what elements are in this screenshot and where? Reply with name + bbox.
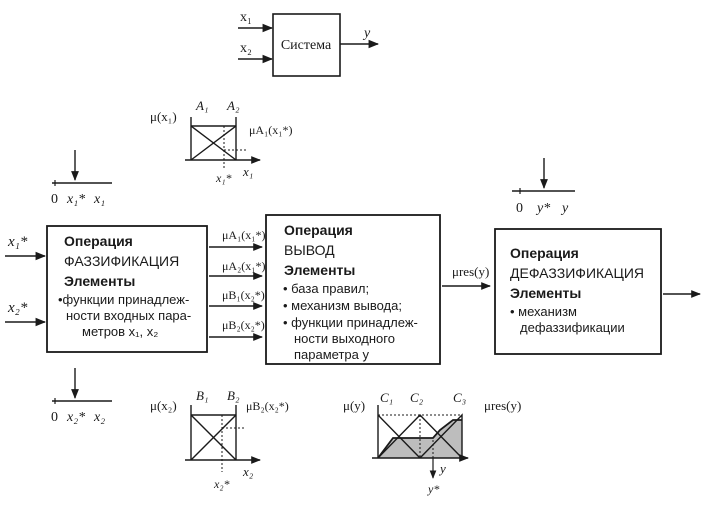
mf-y-c1: C₁ xyxy=(380,390,393,405)
inference-elements: Элементы xyxy=(284,262,355,278)
fuzzification-item-0: •функции принадлеж- xyxy=(58,292,189,307)
mf-x2-b2-line xyxy=(190,414,237,461)
fuzzification-op: Операция xyxy=(64,233,133,249)
mf-x2-term2: B₂ xyxy=(227,388,240,403)
mf-y-plot: μ(y) C₁ C₂ C₃ μres(y) y y* xyxy=(343,390,521,496)
fuzzification-elements: Элементы xyxy=(64,273,135,289)
fuzzification-box xyxy=(46,225,208,353)
mf-y-c2: C₂ xyxy=(410,390,424,405)
defuzzification-block: Операция ДЕФАЗЗИФИКАЦИЯ Элементы • механ… xyxy=(494,228,701,355)
arrow-label-3: μB₂(x₂*) xyxy=(222,318,265,332)
inference-name: ВЫВОД xyxy=(284,242,335,258)
arrow-label-2: μB₁(x₂*) xyxy=(222,288,265,302)
mf-value-arrows: μA₁(x₁*) μA₂(x₁*) μB₁(x₂*) μB₂(x₂*) xyxy=(209,228,265,341)
mf-x1-term1: A₁ xyxy=(195,98,208,113)
mf-x2-axis: x₂ xyxy=(242,464,254,479)
axis-x2-zero: 0 xyxy=(51,410,58,425)
fuzzification-block: Операция ФАЗЗИФИКАЦИЯ Элементы •функции … xyxy=(46,225,208,353)
mf-x2-ylabel: μ(x₂) xyxy=(150,398,177,413)
system-input1-label: x₁ xyxy=(240,10,252,25)
defuzzification-op: Операция xyxy=(510,245,579,261)
system-block: x₁ x₂ Система y xyxy=(238,10,380,77)
defuzzification-box xyxy=(494,228,662,355)
mf-y-axis: y xyxy=(438,461,446,476)
fuzzification-item-1: ности входных пара- xyxy=(66,308,191,323)
arrow-label-0: μA₁(x₁*) xyxy=(222,228,265,242)
inference-box xyxy=(265,214,441,365)
system-input2-label: x₂ xyxy=(240,41,252,56)
fuzzification-name: ФАЗЗИФИКАЦИЯ xyxy=(64,253,179,269)
mf-y-res: μres(y) xyxy=(484,398,521,413)
mf-y-c3: C₃ xyxy=(453,390,466,405)
mf-x1-term2: A₂ xyxy=(226,98,240,113)
inference-item-3: ности выходного xyxy=(294,331,395,346)
inference-item-0: • база правил; xyxy=(283,281,369,296)
mf-x1-star: x₁* xyxy=(215,171,232,185)
result-arrow-group: μres(y) xyxy=(442,264,491,290)
inference-item-4: параметра y xyxy=(294,347,369,362)
axis-y-var: y xyxy=(560,201,569,216)
left-input1-label: x₁* xyxy=(7,234,28,250)
axis-y: 0 y* y xyxy=(512,158,575,216)
axis-x1: 0 x₁* x₁ xyxy=(51,150,112,207)
defuzzification-item-0: • механизм xyxy=(510,304,577,319)
mf-x2-term1: B₁ xyxy=(196,388,208,403)
inference-block: Операция ВЫВОД Элементы • база правил; •… xyxy=(265,214,441,365)
left-inputs: x₁* x₂* xyxy=(5,234,47,327)
mf-y-ylabel: μ(y) xyxy=(343,398,365,413)
inference-item-1: • механизм вывода; xyxy=(283,298,402,313)
mf-x1-value: μA₁(x₁*) xyxy=(249,123,292,137)
mf-y-c3-shape xyxy=(419,413,463,459)
defuzzification-elements: Элементы xyxy=(510,285,581,301)
arrow-label-1: μA₂(x₁*) xyxy=(222,259,265,273)
mf-x2-plot: μ(x₂) B₁ B₂ μB₂(x₂*) x₂* x₂ xyxy=(150,388,289,491)
result-arrow-label: μres(y) xyxy=(452,264,489,279)
system-label: Система xyxy=(281,38,332,53)
mf-x2-star: x₂* xyxy=(213,477,230,491)
axis-x1-var: x₁ xyxy=(93,192,105,207)
mf-x1-ylabel: μ(x₁) xyxy=(150,109,177,124)
axis-y-zero: 0 xyxy=(516,201,523,216)
mf-x1-a2-line xyxy=(190,125,237,161)
axis-x1-zero: 0 xyxy=(51,192,58,207)
axis-x1-star: x₁* xyxy=(66,192,85,207)
mf-y-result-outline xyxy=(377,419,462,459)
defuzzification-name: ДЕФАЗЗИФИКАЦИЯ xyxy=(510,265,644,281)
mf-x1-plot: μ(x₁) A₁ A₂ μA₁(x₁*) x₁* x₁ xyxy=(150,98,292,185)
inference-op: Операция xyxy=(284,222,353,238)
axis-x2-var: x₂ xyxy=(93,410,105,425)
axis-x2-star: x₂* xyxy=(66,410,85,425)
mf-y-star: y* xyxy=(427,482,439,496)
mf-x2-value: μB₂(x₂*) xyxy=(246,399,289,413)
system-box xyxy=(272,13,341,77)
inference-item-2: • функции принадлеж- xyxy=(283,315,418,330)
fuzzification-item-2: метров x₁, x₂ xyxy=(82,324,158,339)
axis-y-star: y* xyxy=(535,201,550,216)
system-output-label: y xyxy=(362,26,371,41)
defuzzification-item-1: дефаззификации xyxy=(520,320,625,335)
axis-x2: 0 x₂* x₂ xyxy=(51,368,112,425)
mf-x1-axis: x₁ xyxy=(242,164,253,179)
left-input2-label: x₂* xyxy=(7,300,28,316)
